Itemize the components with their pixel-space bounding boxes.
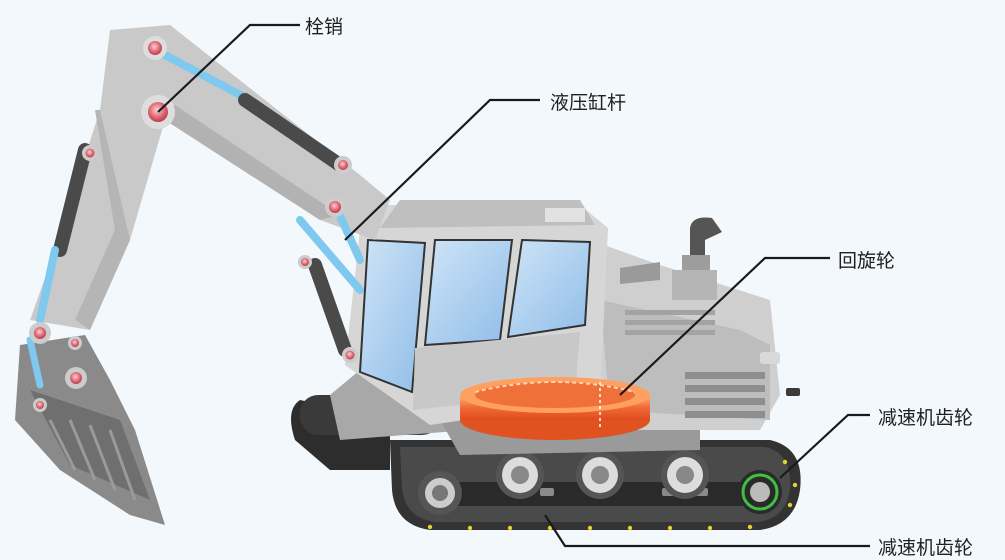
slewing-ring (460, 377, 650, 440)
reducer-gear (738, 470, 782, 514)
label-reducer-gear-right: 减速机齿轮 (878, 407, 974, 429)
hydraulic-cylinders (26, 51, 364, 389)
pins (29, 36, 358, 412)
operator-cab (345, 200, 608, 425)
leader-line-reducer-gear-bottom (544, 514, 870, 548)
label-reducer-gear-bottom: 减速机齿轮 (878, 537, 974, 559)
leader-lines (157, 23, 870, 548)
boom (15, 25, 390, 525)
label-slewing-ring: 回旋轮 (838, 250, 896, 272)
label-pin: 栓销 (305, 16, 344, 38)
leader-line-reducer-gear-right (779, 413, 870, 479)
leader-line-hydraulic-rod (344, 98, 540, 241)
crawler-track (291, 395, 801, 531)
leader-line-slewing-ring (619, 256, 830, 396)
label-hydraulic-rod: 液压缸杆 (550, 92, 627, 114)
leader-line-pin (157, 23, 300, 113)
